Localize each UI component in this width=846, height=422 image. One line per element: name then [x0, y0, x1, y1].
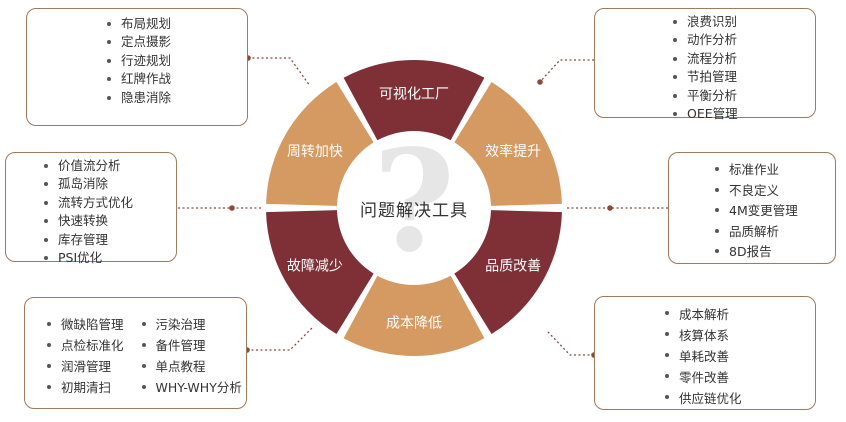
list-item: 8D报告 — [715, 242, 835, 263]
segment-label-cost: 成本降低 — [386, 316, 442, 332]
list-item: 点检标准化 — [47, 335, 124, 356]
list-item: 品质解析 — [715, 222, 835, 243]
list-item: 标准作业 — [715, 160, 835, 181]
list-item: OEE管理 — [673, 105, 815, 123]
connector-dot — [229, 205, 235, 211]
list-item: 布局规划 — [107, 15, 247, 33]
list-item: PSI优化 — [44, 249, 176, 267]
box-bottom-right: 成本解析 核算体系 单耗改善 零件改善 供应链优化 — [594, 296, 816, 410]
wheel-segments — [266, 60, 562, 356]
connector-line — [247, 327, 313, 351]
list-item: 润滑管理 — [47, 356, 124, 377]
list-item: 行迹规划 — [107, 52, 247, 70]
segment-failure — [266, 210, 374, 335]
list-item: 4M变更管理 — [715, 201, 835, 222]
question-mark-icon: ? — [373, 120, 455, 284]
list-item: 流转方式优化 — [44, 194, 176, 212]
box-mid-right: 标准作业 不良定义 4M变更管理 品质解析 8D报告 — [668, 152, 836, 264]
list-mid-right: 标准作业 不良定义 4M变更管理 品质解析 8D报告 — [715, 160, 835, 263]
segment-label-quality: 品质改善 — [485, 258, 541, 274]
segment-label-visual-factory: 可视化工厂 — [379, 87, 449, 103]
list-item: 平衡分析 — [673, 87, 815, 105]
list-item: 隐患消除 — [107, 89, 247, 107]
box-top-right: 浪费识别 动作分析 流程分析 节拍管理 平衡分析 OEE管理 — [594, 8, 816, 121]
list-item: 快速转换 — [44, 212, 176, 230]
connector-line — [537, 59, 594, 85]
list-item: 库存管理 — [44, 231, 176, 249]
center-title: 问题解决工具 — [360, 201, 468, 221]
segment-label-failure: 故障减少 — [287, 258, 343, 274]
list-item: 动作分析 — [673, 31, 815, 49]
list-item: 微缺陷管理 — [47, 314, 124, 335]
list-item: WHY-WHY分析 — [141, 377, 242, 398]
list-item: 单耗改善 — [665, 346, 815, 367]
list-item: 初期清扫 — [47, 377, 124, 398]
segment-visual-factory — [343, 60, 485, 141]
connector-dot — [607, 205, 613, 211]
segment-label-turnover: 周转加快 — [287, 144, 343, 160]
list-item: 孤岛消除 — [44, 175, 176, 193]
list-item: 节拍管理 — [673, 68, 815, 86]
list-item: 单点教程 — [141, 356, 242, 377]
list-item: 浪费识别 — [673, 13, 815, 31]
list-bottom-left-col2: 污染治理 备件管理 单点教程 WHY-WHY分析 — [141, 314, 242, 398]
box-bottom-left: 微缺陷管理 点检标准化 润滑管理 初期清扫 污染治理 备件管理 单点教程 WHY… — [24, 297, 247, 409]
list-item: 零件改善 — [665, 367, 815, 388]
segment-cost — [343, 275, 485, 356]
list-item: 定点摄影 — [107, 33, 247, 51]
segment-efficiency — [454, 81, 562, 206]
segment-quality — [454, 210, 562, 335]
list-item: 价值流分析 — [44, 157, 176, 175]
list-top-left: 布局规划 定点摄影 行迹规划 红牌作战 隐患消除 — [107, 15, 247, 107]
box-top-left: 布局规划 定点摄影 行迹规划 红牌作战 隐患消除 — [26, 8, 248, 126]
list-bottom-left-col1: 微缺陷管理 点检标准化 润滑管理 初期清扫 — [47, 314, 124, 398]
list-item: 成本解析 — [665, 304, 815, 325]
list-item: 污染治理 — [141, 314, 242, 335]
connector-line — [248, 57, 311, 87]
list-top-right: 浪费识别 动作分析 流程分析 节拍管理 平衡分析 OEE管理 — [673, 13, 815, 123]
center-circle — [340, 134, 488, 282]
list-item: 供应链优化 — [665, 388, 815, 409]
list-item: 流程分析 — [673, 50, 815, 68]
list-mid-left: 价值流分析 孤岛消除 流转方式优化 快速转换 库存管理 PSI优化 — [44, 157, 176, 267]
list-item: 核算体系 — [665, 325, 815, 346]
list-item: 备件管理 — [141, 335, 242, 356]
segment-label-efficiency: 效率提升 — [485, 143, 541, 160]
list-bottom-right: 成本解析 核算体系 单耗改善 零件改善 供应链优化 — [665, 304, 815, 409]
connector-dot — [537, 79, 543, 85]
list-item: 红牌作战 — [107, 70, 247, 88]
connector-line — [547, 331, 594, 356]
box-mid-left: 价值流分析 孤岛消除 流转方式优化 快速转换 库存管理 PSI优化 — [5, 152, 177, 265]
segment-turnover — [266, 81, 374, 206]
list-item: 不良定义 — [715, 181, 835, 202]
